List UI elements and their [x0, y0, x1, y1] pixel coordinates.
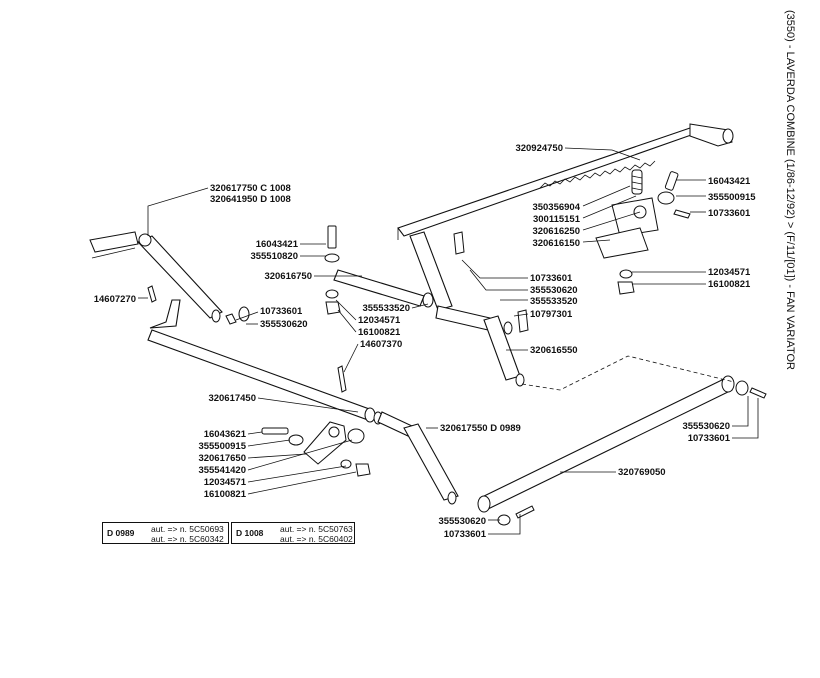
link-320616550 — [409, 231, 529, 387]
label-12034571-r: 12034571 — [708, 267, 751, 278]
bracket-cluster — [595, 169, 691, 295]
label-10733601-m: 10733601 — [260, 306, 303, 317]
arm-320617750 — [137, 233, 250, 325]
label-12034571-b: 12034571 — [204, 477, 247, 488]
label-320616250: 320616250 — [532, 226, 580, 237]
label-355541420: 355541420 — [198, 465, 246, 476]
label-355530620-c: 355530620 — [530, 285, 578, 296]
side-caption: (3550) - LAVERDA COMBINE (1/86-12/92) > … — [778, 10, 814, 410]
label-355533520-c: 355533520 — [530, 296, 578, 307]
label-10733601-c: 10733601 — [530, 273, 573, 284]
label-14607370: 14607370 — [360, 339, 402, 350]
label-355530620-rb: 355530620 — [682, 421, 730, 432]
shaft-320769050 — [477, 375, 767, 526]
lever-handle — [689, 123, 733, 147]
frame-stub — [89, 231, 139, 253]
label-320616150: 320616150 — [532, 238, 580, 249]
note-line-2: aut. => n. 5C60342 — [151, 534, 224, 544]
note-d1008: D 1008 aut. => n. 5C50763 aut. => n. 5C6… — [231, 522, 355, 544]
label-16043421-top: 16043421 — [708, 176, 751, 187]
label-320641950: 320641950 D 1008 — [210, 194, 291, 205]
label-16100821-b: 16100821 — [204, 489, 247, 500]
label-10733601-bb: 10733601 — [444, 529, 487, 540]
label-10797301: 10797301 — [530, 309, 573, 320]
dashed-connection — [521, 355, 735, 391]
label-320617450: 320617450 — [208, 393, 256, 404]
label-350356904: 350356904 — [532, 202, 580, 213]
note-line-2: aut. => n. 5C60402 — [280, 534, 353, 544]
top-lever — [397, 123, 734, 240]
label-320617550: 320617550 D 0989 — [440, 423, 521, 434]
label-14607270: 14607270 — [94, 294, 136, 305]
label-300115151: 300115151 — [533, 214, 581, 225]
crank-320617550 — [377, 411, 459, 505]
label-355533520-a: 355533520 — [362, 303, 410, 314]
label-355510820: 355510820 — [250, 251, 298, 262]
label-12034571-m: 12034571 — [358, 315, 401, 326]
label-16043421-l: 16043421 — [256, 239, 299, 250]
label-355500915-b: 355500915 — [198, 441, 246, 452]
label-355530620-bb: 355530620 — [438, 516, 486, 527]
label-10733601-rb: 10733601 — [688, 433, 731, 444]
label-320924750: 320924750 — [515, 143, 563, 154]
note-code: D 1008 — [236, 528, 264, 538]
parts-artwork — [89, 123, 767, 526]
shaft-320617450 — [147, 299, 383, 425]
plate-320616750 — [324, 225, 425, 315]
label-320617650: 320617650 — [198, 453, 246, 464]
note-line-1: aut. => n. 5C50763 — [280, 524, 353, 534]
label-16100821-m: 16100821 — [358, 327, 401, 338]
label-320769050: 320769050 — [618, 467, 666, 478]
note-line-1: aut. => n. 5C50693 — [151, 524, 224, 534]
label-355500915-top: 355500915 — [708, 192, 756, 203]
plate-320617650 — [261, 421, 371, 477]
caption-text: (3550) - LAVERDA COMBINE (1/86-12/92) > … — [784, 10, 796, 370]
frame-line — [91, 247, 136, 259]
part-labels: 320924750 16043421 355500915 10733601 35… — [94, 143, 757, 540]
label-320616550: 320616550 — [530, 345, 578, 356]
label-320617750: 320617750 C 1008 — [210, 183, 291, 194]
label-355530620-m: 355530620 — [260, 319, 308, 330]
note-code: D 0989 — [107, 528, 135, 538]
leader-lines — [138, 147, 759, 535]
label-16100821-r: 16100821 — [708, 279, 751, 290]
label-16043621: 16043621 — [204, 429, 247, 440]
label-10733601-top: 10733601 — [708, 208, 751, 219]
label-320616750: 320616750 — [264, 271, 312, 282]
note-d0989: D 0989 aut. => n. 5C50693 aut. => n. 5C6… — [102, 522, 229, 544]
